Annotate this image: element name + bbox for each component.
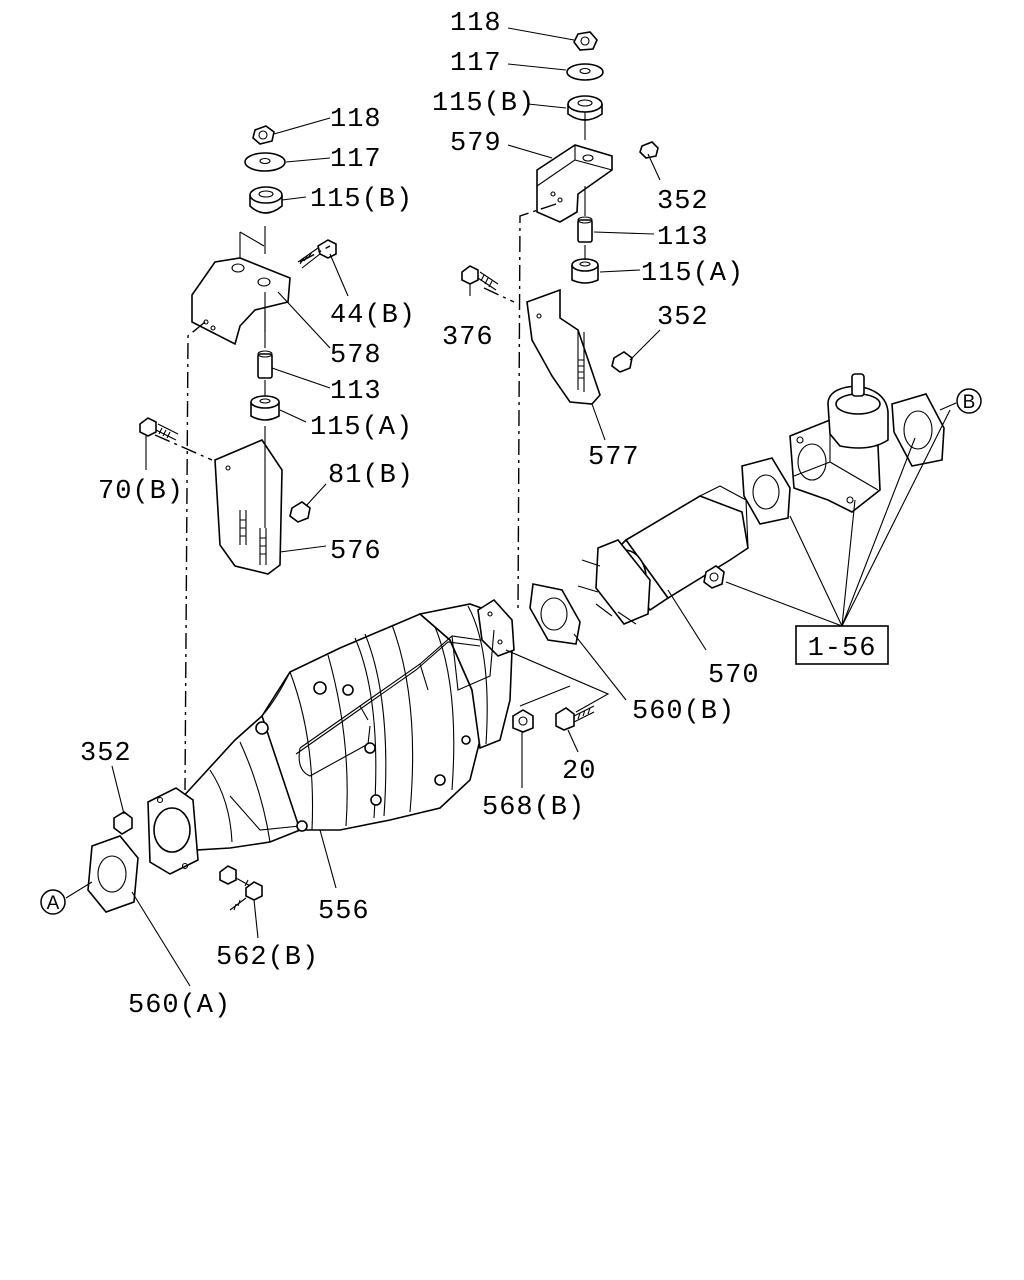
bracket-577 bbox=[526, 288, 601, 405]
label-118-top: 118 bbox=[450, 9, 502, 39]
nut-81b bbox=[289, 501, 311, 523]
bolt-20 bbox=[555, 705, 595, 731]
label-560a: 560(A) bbox=[128, 991, 231, 1021]
bushing-115b-left bbox=[249, 186, 283, 214]
label-115b-left: 115(B) bbox=[310, 185, 413, 215]
bolt-44b bbox=[297, 239, 337, 269]
nut-352-right-lower bbox=[611, 351, 633, 373]
reference-box-1-56: 1-56 bbox=[795, 625, 889, 665]
label-44b: 44(B) bbox=[330, 301, 416, 331]
gasket-b-lower bbox=[741, 457, 791, 525]
nut-568b bbox=[512, 709, 534, 733]
label-562b: 562(B) bbox=[216, 943, 319, 973]
nut-352-left bbox=[113, 811, 133, 835]
label-568b: 568(B) bbox=[482, 793, 585, 823]
bolt-376 bbox=[461, 265, 499, 291]
bushing-115b-top bbox=[567, 95, 603, 121]
label-81b: 81(B) bbox=[328, 461, 414, 491]
label-115b-top: 115(B) bbox=[432, 89, 535, 119]
ref-box-label: 1-56 bbox=[808, 634, 877, 664]
bolts-562b bbox=[219, 865, 263, 911]
label-115a-right: 115(A) bbox=[641, 259, 744, 289]
collar-113-right bbox=[577, 216, 593, 243]
label-352-a: 352 bbox=[657, 187, 709, 217]
label-115a-left: 115(A) bbox=[310, 413, 413, 443]
nut-118-left bbox=[252, 125, 275, 145]
gasket-560b bbox=[529, 583, 581, 645]
label-352-b: 352 bbox=[657, 303, 709, 333]
label-579: 579 bbox=[450, 129, 502, 159]
bushing-115a-right bbox=[571, 258, 599, 284]
circle-callout-b: B bbox=[956, 388, 982, 414]
bushing-115a-left bbox=[250, 395, 280, 421]
label-556: 556 bbox=[318, 897, 370, 927]
label-113-right: 113 bbox=[657, 223, 709, 253]
collar-113-left bbox=[257, 350, 273, 379]
bracket-576 bbox=[214, 439, 283, 575]
svg-text:B: B bbox=[963, 392, 976, 413]
nut-352-right-upper bbox=[639, 141, 659, 159]
label-578: 578 bbox=[330, 341, 382, 371]
circle-callout-a: A bbox=[40, 889, 66, 915]
nut-570-side bbox=[703, 565, 725, 589]
label-20: 20 bbox=[562, 757, 596, 787]
label-118-left: 118 bbox=[330, 105, 382, 135]
bracket-578 bbox=[191, 231, 291, 346]
label-376: 376 bbox=[442, 323, 494, 353]
washer-117-top bbox=[566, 63, 604, 81]
bolt-70b bbox=[139, 417, 179, 441]
exhaust-brake-valve bbox=[789, 373, 889, 513]
svg-text:A: A bbox=[47, 893, 60, 914]
label-576: 576 bbox=[330, 537, 382, 567]
label-577: 577 bbox=[588, 443, 640, 473]
label-117-top: 117 bbox=[450, 49, 502, 79]
pipe-570 bbox=[577, 485, 749, 625]
gasket-560a bbox=[87, 835, 139, 913]
label-117-left: 117 bbox=[330, 145, 382, 175]
label-113-left: 113 bbox=[330, 377, 382, 407]
nut-118-top bbox=[573, 31, 598, 51]
dpf-assembly-556 bbox=[147, 598, 515, 875]
washer-117-left bbox=[244, 152, 286, 172]
label-560b: 560(B) bbox=[632, 697, 735, 727]
gasket-b-upper bbox=[891, 393, 945, 467]
label-570: 570 bbox=[708, 661, 760, 691]
bracket-579 bbox=[536, 144, 613, 223]
label-70b: 70(B) bbox=[98, 477, 184, 507]
label-352-c: 352 bbox=[80, 739, 132, 769]
